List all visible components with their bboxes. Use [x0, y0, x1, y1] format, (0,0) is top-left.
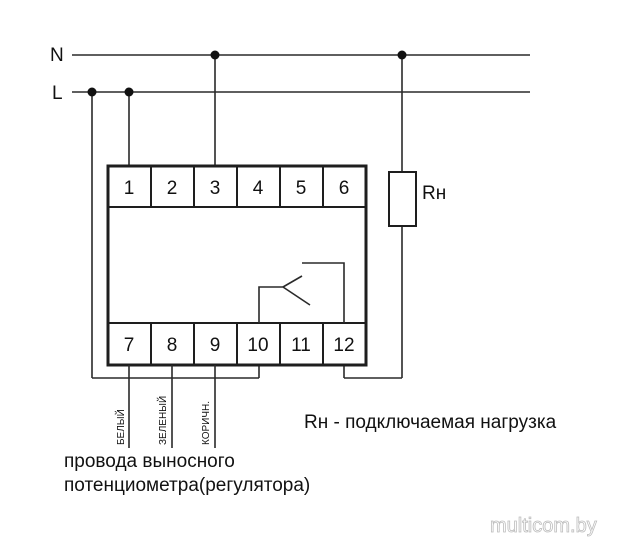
terminal-4-label: 4 — [253, 178, 264, 199]
terminal-12-label: 12 — [333, 335, 354, 356]
relay-contact-arm — [282, 275, 303, 288]
white-wire-label: БЕЛЫЙ — [114, 409, 127, 445]
live-label: L — [52, 83, 63, 104]
terminal-11-label: 11 — [291, 335, 311, 356]
terminal-5-label: 5 — [296, 178, 307, 199]
junction-dot — [210, 50, 220, 60]
caption-line-1: провода выносного — [64, 451, 235, 472]
relay-contact-fixed — [302, 262, 345, 323]
terminal-2-label: 2 — [167, 178, 178, 199]
neutral-label: N — [50, 45, 64, 66]
terminal-1-label: 1 — [124, 178, 135, 199]
load-symbol: Rн — [422, 183, 446, 204]
junction-dot — [397, 50, 407, 60]
junction-dot — [87, 87, 97, 97]
terminal-8-label: 8 — [167, 335, 178, 356]
brown-wire-label: КОРИЧН. — [201, 401, 212, 445]
caption-line-2: потенциометра(регулятора) — [64, 475, 310, 496]
watermark: multicom.by — [490, 515, 597, 537]
terminal-10-label: 10 — [247, 335, 268, 356]
terminal-9-label: 9 — [210, 335, 221, 356]
load-legend: Rн - подключаемая нагрузка — [304, 412, 557, 433]
terminal-3-label: 3 — [210, 178, 221, 199]
relay-contact-switch — [258, 286, 311, 323]
junction-dot — [124, 87, 134, 97]
terminal-6-label: 6 — [339, 178, 350, 199]
load-resistor — [388, 171, 417, 227]
terminal-7-label: 7 — [124, 335, 135, 356]
green-wire-label: ЗЕЛЕНЫЙ — [156, 396, 169, 445]
